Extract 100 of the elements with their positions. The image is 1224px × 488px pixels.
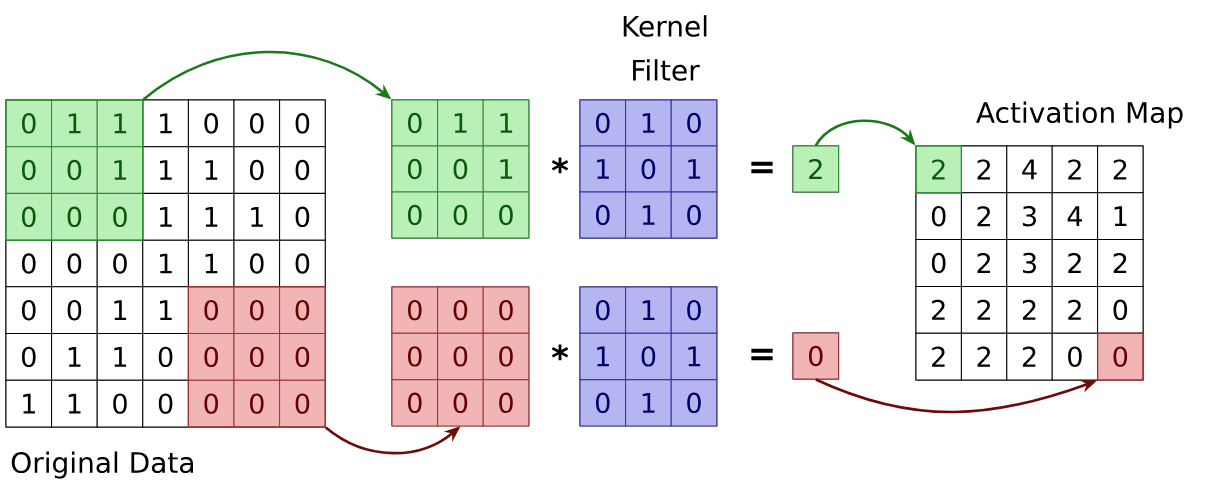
matrix-cell: 1 — [579, 332, 627, 381]
matrix-cell: 0 — [96, 239, 144, 288]
heading: Original Data — [11, 451, 193, 479]
matrix-cell: 0 — [51, 239, 98, 288]
matrix-cell: 1 — [142, 146, 189, 194]
matrix-cell: 3 — [1006, 239, 1053, 287]
matrix-cell: 1 — [625, 99, 672, 147]
matrix-cell: 0 — [482, 379, 530, 427]
matrix-cell: 0 — [579, 286, 627, 334]
matrix-cell: 0 — [233, 239, 281, 288]
matrix-cell: 0 — [437, 286, 484, 334]
matrix-cell: 0 — [437, 379, 484, 427]
matrix-cell: 0 — [5, 333, 53, 381]
operator-symbol: = — [751, 161, 773, 174]
matrix-cell: 0 — [233, 286, 281, 335]
result-box — [792, 145, 840, 193]
matrix-cell: 0 — [809, 345, 823, 367]
matrix-cell: 4 — [1006, 145, 1053, 194]
matrix-cell: 1 — [51, 333, 98, 381]
number-grid — [391, 99, 530, 239]
matrix-cell: 1 — [437, 99, 484, 147]
matrix-cell: 0 — [437, 145, 484, 193]
matrix-cell: 1 — [5, 379, 53, 428]
matrix-cell: 1 — [187, 239, 235, 288]
matrix-cell: 1 — [233, 192, 281, 241]
matrix-cell: 0 — [51, 286, 98, 335]
matrix-cell: 1 — [670, 145, 718, 193]
matrix-cell: 0 — [96, 379, 144, 428]
number-grid — [5, 99, 326, 428]
matrix-cell: 0 — [279, 286, 326, 335]
matrix-cell: 2 — [809, 159, 822, 179]
matrix-cell: 2 — [960, 285, 1008, 334]
matrix-cell: 2 — [1097, 239, 1144, 287]
matrix-cell: 0 — [670, 286, 718, 334]
matrix-cell: 0 — [1051, 332, 1099, 381]
result-box — [792, 332, 840, 380]
matrix-cell: 1 — [142, 99, 189, 148]
matrix-cell: 0 — [187, 333, 235, 381]
matrix-cell: 0 — [1097, 332, 1144, 381]
matrix-cell: 0 — [670, 99, 718, 147]
matrix-cell: 0 — [142, 333, 189, 381]
matrix-cell: 0 — [391, 286, 439, 334]
matrix-cell: 2 — [960, 239, 1008, 287]
matrix-cell: 1 — [187, 192, 235, 241]
matrix-cell: 1 — [625, 286, 672, 334]
matrix-cell: 1 — [96, 333, 144, 381]
matrix-cell: 0 — [51, 146, 98, 194]
matrix-cell: 2 — [915, 332, 962, 381]
matrix-cell: 2 — [1051, 145, 1099, 194]
matrix-cell: 0 — [670, 379, 718, 427]
matrix-cell: 0 — [437, 191, 484, 239]
heading: Activation Map — [976, 101, 1183, 129]
matrix-cell: 2 — [915, 285, 962, 334]
matrix-cell: 0 — [279, 333, 326, 381]
matrix-cell: 0 — [915, 239, 962, 287]
matrix-cell: 1 — [142, 239, 189, 288]
matrix-cell: 1 — [142, 192, 189, 241]
matrix-cell: 0 — [279, 239, 326, 288]
matrix-cell: 3 — [1006, 192, 1053, 241]
matrix-cell: 1 — [51, 99, 98, 148]
matrix-cell: 0 — [391, 332, 439, 381]
matrix-cell: 0 — [391, 379, 439, 427]
operator-symbol: * — [551, 344, 569, 361]
matrix-cell: 2 — [1051, 239, 1099, 287]
matrix-cell: 1 — [579, 145, 627, 193]
matrix-cell: 0 — [482, 332, 530, 381]
matrix-cell: 0 — [5, 286, 53, 335]
matrix-cell: 0 — [5, 192, 53, 241]
matrix-cell: 2 — [1006, 332, 1053, 381]
matrix-cell: 1 — [96, 99, 144, 148]
matrix-cell: 2 — [1051, 285, 1099, 334]
matrix-cell: 0 — [579, 99, 627, 147]
matrix-cell: 0 — [1097, 285, 1144, 334]
matrix-cell: 0 — [233, 146, 281, 194]
matrix-cell: 0 — [482, 286, 530, 334]
number-grid — [579, 286, 718, 427]
matrix-cell: 0 — [625, 332, 672, 381]
matrix-cell: 2 — [1097, 145, 1144, 194]
matrix-cell: 0 — [233, 379, 281, 428]
number-grid — [579, 99, 718, 239]
matrix-cell: 0 — [482, 191, 530, 239]
number-grid — [915, 145, 1144, 381]
matrix-cell: 0 — [233, 333, 281, 381]
matrix-cell: 0 — [625, 145, 672, 193]
matrix-cell: 0 — [279, 99, 326, 148]
matrix-cell: 0 — [233, 99, 281, 148]
matrix-cell: 1 — [187, 146, 235, 194]
matrix-cell: 0 — [5, 239, 53, 288]
matrix-cell: 1 — [51, 379, 98, 428]
matrix-cell: 4 — [1051, 192, 1099, 241]
matrix-cell: 2 — [960, 332, 1008, 381]
matrix-cell: 0 — [96, 192, 144, 241]
highlight-block — [5, 99, 144, 241]
matrix-cell: 0 — [5, 99, 53, 148]
heading: Kernel Filter — [623, 15, 707, 81]
highlight-block — [187, 286, 326, 428]
matrix-cell: 0 — [279, 192, 326, 241]
matrix-cell: 0 — [670, 191, 718, 239]
operator-symbol: = — [751, 348, 773, 361]
matrix-cell: 0 — [391, 99, 439, 147]
